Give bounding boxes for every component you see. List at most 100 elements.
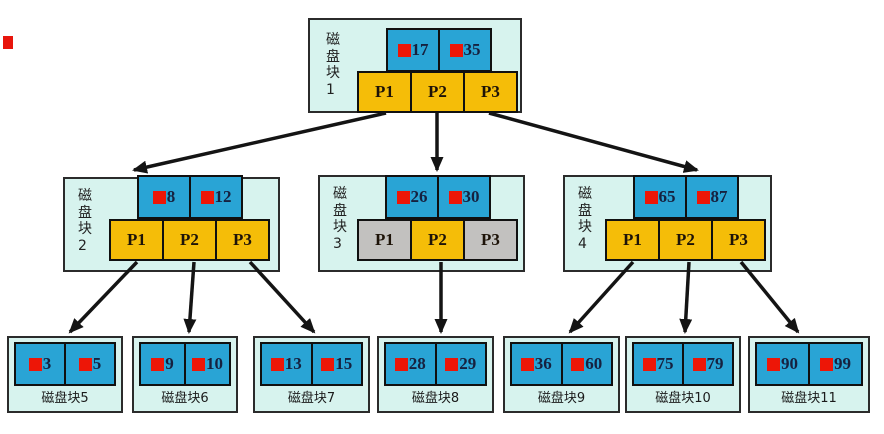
record-pointer-icon [394, 357, 408, 371]
key-cell: 30 [437, 175, 491, 219]
key-value: 17 [411, 40, 429, 59]
record-pointer-icon [448, 190, 462, 204]
key-value: 3 [42, 354, 52, 373]
key-value: 30 [462, 187, 480, 206]
record-pointer-icon [445, 357, 459, 371]
pointer-p3: P3 [463, 219, 518, 261]
record-pointer-icon [571, 357, 585, 371]
key-cell: 29 [434, 342, 487, 386]
disk-block-10: 75 79 磁盘块10 [625, 336, 741, 413]
pointer-p2: P2 [658, 219, 713, 261]
key-value: 28 [408, 354, 426, 373]
disk-block-3: 磁盘块3 26 30 P1 P2 P3 [318, 175, 525, 272]
disk-block-4-label: 磁盘块4 [578, 186, 592, 252]
record-pointer-icon [449, 43, 463, 57]
key-value: 36 [534, 354, 552, 373]
record-pointer-icon [321, 357, 335, 371]
stray-red-mark [3, 36, 13, 49]
key-cell: 5 [64, 342, 116, 386]
key-cell: 28 [384, 342, 437, 386]
record-pointer-icon [767, 357, 780, 371]
edge-block2-p3-to-block7 [248, 260, 316, 334]
key-value: 13 [284, 354, 302, 373]
disk-block-6: 9 10 磁盘块6 [132, 336, 238, 413]
key-value: 65 [658, 187, 676, 206]
key-value: 90 [781, 354, 798, 373]
key-value: 5 [92, 354, 102, 373]
pointer-p1: P1 [357, 71, 412, 113]
record-pointer-icon [270, 357, 284, 371]
key-value: 79 [706, 354, 724, 373]
disk-block-2: 磁盘块2 8 12 P1 P2 P3 [63, 175, 280, 272]
key-cell: 99 [808, 342, 863, 386]
key-cell: 10 [184, 342, 231, 386]
key-cell: 13 [260, 342, 313, 386]
key-value: 10 [206, 354, 223, 373]
key-value: 9 [165, 354, 174, 373]
pointer-p2: P2 [162, 219, 217, 261]
record-pointer-icon [642, 357, 656, 371]
disk-block-5-label: 磁盘块5 [41, 391, 89, 406]
key-value: 8 [166, 187, 176, 206]
key-cell: 15 [310, 342, 363, 386]
key-cell: 3 [14, 342, 66, 386]
key-cell: 60 [560, 342, 613, 386]
edge-block4-p2-to-block10 [679, 261, 693, 334]
record-pointer-icon [696, 190, 710, 204]
record-pointer-icon [520, 357, 534, 371]
key-value: 15 [335, 354, 353, 373]
disk-block-4: 磁盘块4 65 87 P1 P2 P3 [563, 175, 772, 272]
key-value: 87 [710, 187, 728, 206]
disk-block-3-label: 磁盘块3 [333, 186, 347, 252]
disk-block-6-label: 磁盘块6 [161, 391, 209, 406]
key-value: 12 [214, 187, 232, 206]
disk-block-11: 90 99 磁盘块11 [748, 336, 870, 413]
disk-block-8: 28 29 磁盘块8 [377, 336, 494, 413]
key-cell: 26 [385, 175, 439, 219]
key-cell: 17 [386, 28, 440, 72]
disk-block-5: 3 5 磁盘块5 [7, 336, 123, 413]
key-value: 75 [656, 354, 674, 373]
key-cell: 87 [685, 175, 739, 219]
edge-block4-p3-to-block11 [739, 260, 800, 334]
key-value: 60 [585, 354, 603, 373]
record-pointer-icon [820, 357, 833, 371]
record-pointer-icon [152, 190, 166, 204]
disk-block-1: 磁盘块1 17 35 P1 P2 P3 [308, 18, 522, 113]
record-pointer-icon [396, 190, 410, 204]
key-cell: 12 [189, 175, 243, 219]
key-value: 29 [459, 354, 477, 373]
key-cell: 75 [632, 342, 684, 386]
disk-block-10-label: 磁盘块10 [655, 391, 711, 406]
disk-block-7: 13 15 磁盘块7 [253, 336, 370, 413]
record-pointer-icon [644, 190, 658, 204]
pointer-p3: P3 [711, 219, 766, 261]
key-cell: 9 [139, 342, 186, 386]
record-pointer-icon [151, 357, 165, 371]
record-pointer-icon [192, 357, 205, 371]
key-value: 35 [463, 40, 481, 59]
key-value: 26 [410, 187, 428, 206]
edge-p1-to-block2 [132, 111, 387, 174]
pointer-p2: P2 [410, 71, 465, 113]
disk-block-2-label: 磁盘块2 [78, 188, 92, 254]
disk-block-11-label: 磁盘块11 [781, 391, 837, 406]
key-cell: 65 [633, 175, 687, 219]
disk-block-9-label: 磁盘块9 [537, 391, 586, 406]
pointer-p1: P1 [109, 219, 164, 261]
record-pointer-icon [28, 357, 42, 371]
edge-block4-p1-to-block9 [568, 260, 635, 334]
pointer-p3: P3 [463, 71, 518, 113]
record-pointer-icon [397, 43, 411, 57]
key-cell: 79 [682, 342, 734, 386]
key-cell: 35 [438, 28, 492, 72]
edge-block2-p1-to-block5 [68, 260, 139, 334]
edge-p3-to-block4 [488, 111, 699, 173]
edge-block2-p2-to-block6 [183, 261, 197, 334]
disk-block-7-label: 磁盘块7 [287, 391, 336, 406]
disk-block-1-label: 磁盘块1 [326, 32, 340, 98]
pointer-p1: P1 [605, 219, 660, 261]
pointer-p1: P1 [357, 219, 412, 261]
pointer-p3: P3 [215, 219, 270, 261]
